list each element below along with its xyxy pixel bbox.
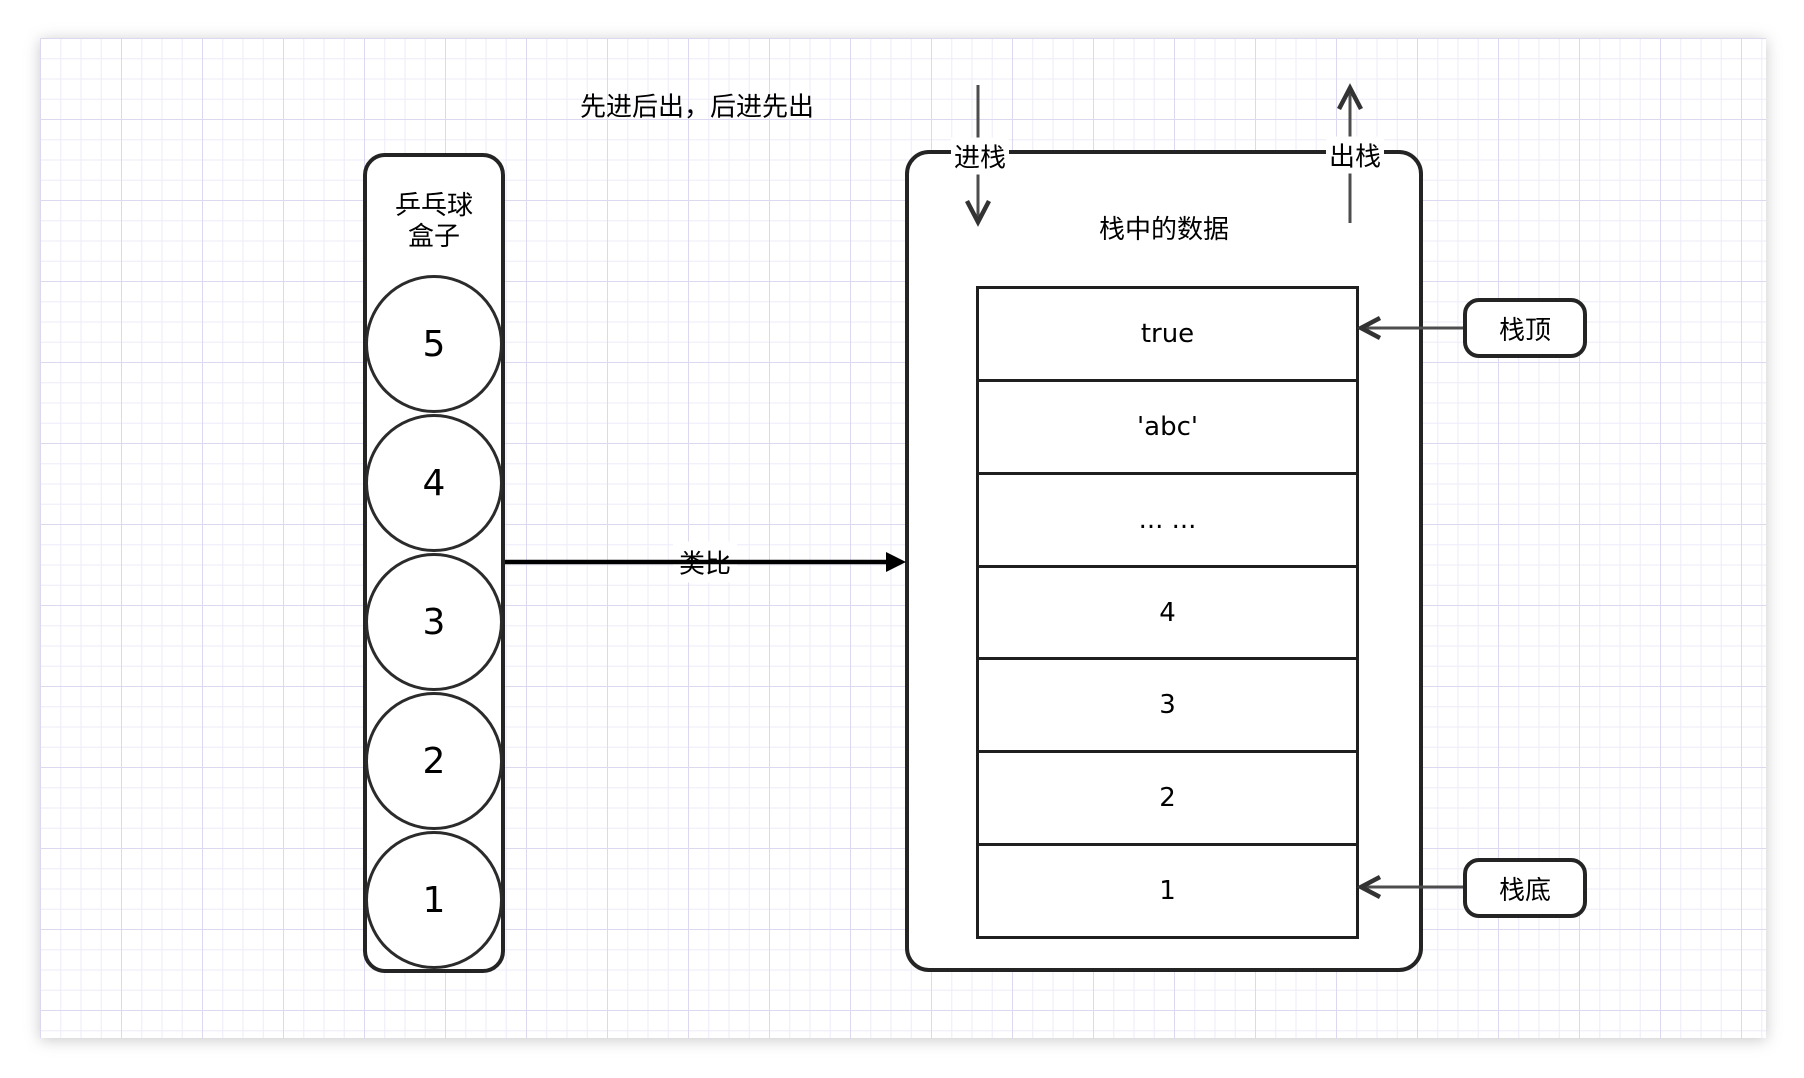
ball-value: 3	[422, 601, 446, 643]
stack-row: 3	[979, 657, 1356, 750]
stack-row: ... ...	[979, 471, 1356, 565]
stack-bottom-label-text: 栈底	[1498, 875, 1551, 906]
ball-value: 2	[422, 740, 446, 782]
ball-value: 4	[422, 462, 446, 504]
stack-row-value: ... ...	[1138, 504, 1197, 535]
pingpong-box-title: 乒乓球 盒子	[367, 191, 501, 252]
stack-row-value: true	[1140, 318, 1195, 349]
diagram-canvas: 先进后出，后进先出 乒乓球 盒子 5 4 3 2 1 类比 栈中的数据 true…	[40, 38, 1766, 1038]
pingpong-ball-4: 4	[365, 414, 503, 552]
stack-top-label: 栈顶	[1463, 298, 1587, 358]
stack-row: 'abc'	[979, 378, 1356, 472]
pingpong-ball-5: 5	[365, 275, 503, 413]
stack-bottom-pointer-arrow	[1356, 875, 1466, 899]
stack-row-value: 'abc'	[1136, 411, 1199, 442]
pingpong-box: 乒乓球 盒子 5 4 3 2 1	[363, 153, 505, 973]
stack-row-value: 3	[1159, 690, 1176, 721]
pingpong-ball-3: 3	[365, 553, 503, 691]
stack-top-label-text: 栈顶	[1498, 315, 1551, 346]
stack-row: 2	[979, 750, 1356, 843]
analogy-arrow	[505, 552, 906, 572]
pingpong-ball-1: 1	[365, 831, 503, 969]
stack-row-top: true	[979, 289, 1356, 379]
stack-bottom-label: 栈底	[1463, 858, 1587, 918]
stack-row-value: 2	[1159, 783, 1176, 814]
stack-row: 4	[979, 564, 1356, 658]
stack-title: 栈中的数据	[1098, 215, 1229, 245]
pingpong-box-title-line2: 盒子	[407, 221, 460, 252]
ball-value: 1	[422, 879, 446, 921]
pingpong-box-title-line1: 乒乓球	[394, 191, 473, 221]
stack-principle-note: 先进后出，后进先出	[579, 92, 815, 123]
pop-label: 出栈	[1325, 136, 1385, 174]
ball-value: 5	[422, 323, 446, 365]
stack-row-value: 1	[1159, 876, 1176, 907]
stack-top-pointer-arrow	[1356, 316, 1466, 340]
stack-table: true 'abc' ... ... 4 3 2 1	[976, 286, 1359, 939]
stack-container: 栈中的数据 true 'abc' ... ... 4 3 2 1	[905, 150, 1423, 972]
stack-row-bottom: 1	[979, 843, 1356, 936]
push-label: 进栈	[950, 137, 1010, 175]
stack-row-value: 4	[1159, 597, 1176, 628]
pingpong-ball-2: 2	[365, 692, 503, 830]
